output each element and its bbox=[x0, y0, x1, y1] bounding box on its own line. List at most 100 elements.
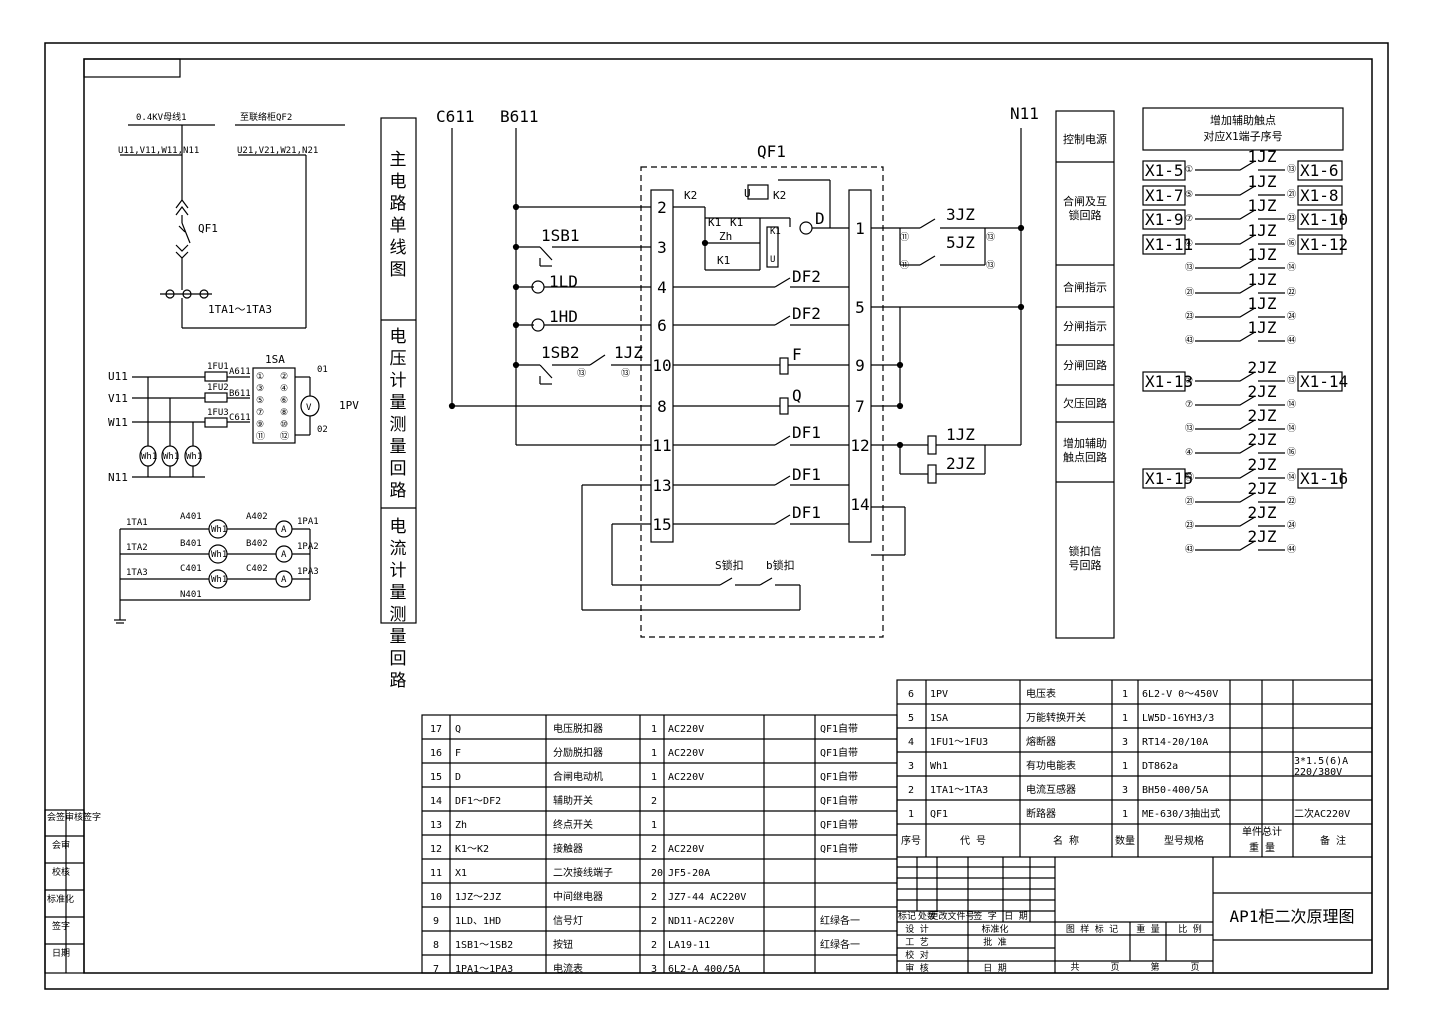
contact: ⑨ bbox=[256, 420, 264, 430]
schematic-label-hd: 1HD bbox=[549, 307, 578, 326]
bom-left-cell: Q bbox=[455, 724, 461, 735]
kwh-label: Wh1 bbox=[211, 575, 227, 585]
aux-contact-num: ① bbox=[1185, 165, 1193, 175]
bom-left-cell: 10 bbox=[430, 892, 442, 903]
section-current-metering: 电流计量测量回路 bbox=[390, 517, 407, 691]
right-label: 分闸指示 bbox=[1063, 319, 1107, 333]
phase-label: N11 bbox=[108, 471, 128, 484]
right-label-column bbox=[1055, 110, 1115, 639]
wire-label: C611 bbox=[229, 413, 251, 423]
aux-relay: 1JZ bbox=[1248, 294, 1277, 313]
corner-box bbox=[83, 58, 181, 78]
wire-label: A611 bbox=[229, 367, 251, 377]
aux-contact-num: ㉒ bbox=[1287, 496, 1296, 507]
aux-contact-line bbox=[1195, 395, 1285, 406]
contact: ⑥ bbox=[280, 396, 288, 406]
schematic-label-k2b: K2 bbox=[773, 189, 786, 202]
bom-right-cell: 4 bbox=[908, 737, 914, 748]
bom-right-cell: 断路器 bbox=[1026, 807, 1056, 820]
aux-terminal: X1-8 bbox=[1300, 186, 1339, 205]
aux-title: 对应X1端子序号 bbox=[1203, 129, 1282, 143]
right-label-cont: 触点回路 bbox=[1063, 450, 1107, 464]
bom-left-cell: QF1自带 bbox=[820, 770, 858, 783]
schematic-label-zh: Zh bbox=[719, 230, 732, 243]
contact: ⑤ bbox=[256, 396, 264, 406]
bom-left-cell: 1PA1～1PA3 bbox=[455, 964, 513, 975]
bom-left-cell: 2 bbox=[651, 796, 657, 807]
bom-left-cell: QF1自带 bbox=[820, 842, 858, 855]
aux-relay: 1JZ bbox=[1248, 270, 1277, 289]
aux-relay: 2JZ bbox=[1248, 479, 1277, 498]
schematic-label-k1b: K1 bbox=[730, 216, 743, 229]
bom-right-cell: 电流互感器 bbox=[1026, 783, 1076, 796]
aux-terminal: X1-14 bbox=[1300, 372, 1348, 391]
terminal-number: 14 bbox=[850, 495, 869, 514]
terminal-number: 15 bbox=[652, 515, 671, 534]
bom-left-cell: 12 bbox=[430, 844, 442, 855]
bom-left-cell: 接触器 bbox=[553, 842, 583, 855]
bom-left-cell: AC220V bbox=[668, 748, 704, 759]
aux-contact-num: ④ bbox=[1185, 448, 1193, 458]
margin-text: 签字 bbox=[52, 920, 70, 932]
schematic-label-c11: ⑪ bbox=[900, 260, 909, 271]
pa-label: 1PA1 bbox=[297, 517, 319, 527]
bom-left-cell: 1 bbox=[651, 820, 657, 831]
bom-right-cell: 1PV bbox=[930, 689, 948, 700]
schematic-label-c13: ⑬ bbox=[986, 232, 995, 243]
bom-left-cell: 二次接线端子 bbox=[553, 866, 613, 879]
pa-label: 1PA3 bbox=[297, 567, 319, 577]
left-margin-table: 会签审核签字 会审 校核 标准化 签字 日期 bbox=[44, 809, 101, 974]
bom-left-cell: QF1自带 bbox=[820, 722, 858, 735]
terminal-number: 6 bbox=[657, 316, 667, 335]
bom-right-cell: 1 bbox=[1122, 761, 1128, 772]
schematic-label-q: Q bbox=[792, 386, 802, 405]
aux-terminal: X1-7 bbox=[1145, 186, 1184, 205]
schematic-label-f: F bbox=[792, 345, 802, 364]
bom-left-cell: 合闸电动机 bbox=[553, 770, 603, 783]
aux-contact-num: ㉔ bbox=[1287, 520, 1296, 531]
kwh-label: Wh1 bbox=[186, 452, 202, 462]
bom-left-cell: ND11-AC220V bbox=[668, 916, 734, 927]
drawing-title: AP1柜二次原理图 bbox=[1230, 907, 1355, 926]
bom-left-cell: 15 bbox=[430, 772, 442, 783]
schematic-label-c11: ⑪ bbox=[900, 232, 909, 243]
schematic-label-sb2: 1SB2 bbox=[541, 343, 580, 362]
bom-left-cell: QF1自带 bbox=[820, 746, 858, 759]
aux-terminal-box bbox=[1297, 468, 1343, 489]
bom-left-cell: 电压脱扣器 bbox=[553, 722, 603, 735]
aux-terminal: X1-10 bbox=[1300, 210, 1348, 229]
aux-relay: 1JZ bbox=[1248, 245, 1277, 264]
right-label-cont: 号回路 bbox=[1069, 559, 1102, 572]
aux-terminal: X1-11 bbox=[1145, 235, 1193, 254]
aux-terminal-box bbox=[1142, 160, 1186, 181]
section-label-column bbox=[380, 117, 417, 624]
schematic-label-c13: ⑬ bbox=[577, 368, 586, 379]
bom-left-cell: 16 bbox=[430, 748, 442, 759]
margin-text: 标准化 bbox=[47, 893, 74, 905]
bom-right-cell: 3*1.5(6)A bbox=[1294, 756, 1348, 767]
aux-contact-line bbox=[1195, 443, 1285, 454]
schematic-label-c13: ⑬ bbox=[986, 260, 995, 271]
kwh-label: Wh1 bbox=[141, 452, 157, 462]
aux-contact-line bbox=[1195, 331, 1285, 342]
aux-relay: 1JZ bbox=[1248, 318, 1277, 337]
terminal-number: 1 bbox=[855, 219, 865, 238]
aux-relay: 1JZ bbox=[1248, 221, 1277, 240]
terminal-number: 5 bbox=[855, 298, 865, 317]
bom-right-header: 数量 bbox=[1115, 834, 1135, 847]
aux-terminal: X1-16 bbox=[1300, 469, 1348, 488]
kwh-label: Wh1 bbox=[211, 550, 227, 560]
right-label: 增加辅助 bbox=[1063, 436, 1107, 450]
bom-right-cell: 6 bbox=[908, 689, 914, 700]
bom-left-cell: 1 bbox=[651, 724, 657, 735]
terminal-number: 9 bbox=[855, 356, 865, 375]
aux-contact-num: ㊸ bbox=[1185, 335, 1194, 346]
schematic-label-jz1: 1JZ bbox=[946, 425, 975, 444]
bom-right-cell: 3 bbox=[1122, 785, 1128, 796]
bom-left-cell: AC220V bbox=[668, 844, 704, 855]
schematic-label-df2a: DF2 bbox=[792, 267, 821, 286]
vm-letter: V bbox=[306, 403, 312, 413]
bom-left-cell: QF1自带 bbox=[820, 818, 858, 831]
tb-row-label: 工 艺 bbox=[905, 937, 928, 948]
wire-out-label: C402 bbox=[246, 564, 268, 574]
